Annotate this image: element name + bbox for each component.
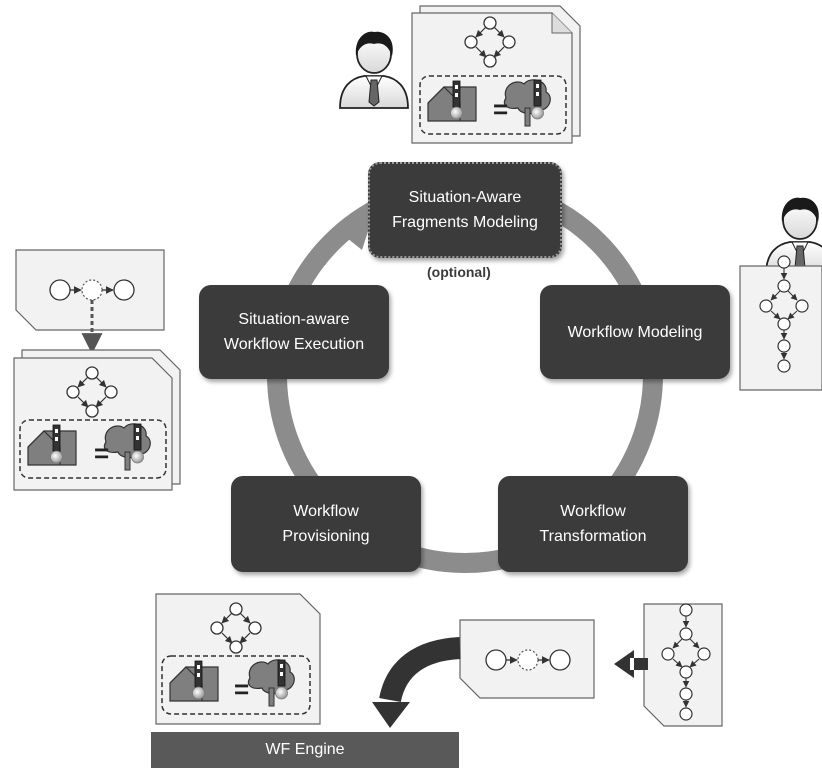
- workflow-graph-icon: [486, 650, 570, 670]
- linear-workflow-document-left: [15, 249, 165, 355]
- document-icon: [643, 603, 723, 727]
- phase-workflow-provisioning: Workflow Provisioning: [231, 476, 421, 572]
- equals-sign: =: [493, 94, 508, 124]
- phase-label-line1: Situation-aware: [238, 311, 350, 328]
- fragment-document-stack-top: [411, 5, 581, 144]
- user-icon: [339, 30, 409, 109]
- optional-note: (optional): [427, 264, 491, 280]
- equals-sign: =: [234, 674, 249, 704]
- phase-fragments-modeling: Situation-Aware Fragments Modeling: [368, 162, 562, 258]
- phase-label: Workflow Modeling: [567, 323, 703, 341]
- phase-label-line1: Workflow: [293, 503, 359, 520]
- wf-engine-label: WF Engine: [265, 741, 345, 758]
- user-icon: [765, 196, 822, 275]
- wf-engine-bar: WF Engine: [151, 732, 459, 768]
- arrow-icon: [614, 650, 648, 678]
- phase-label-line2: Fragments Modeling: [392, 214, 538, 231]
- equals-sign: =: [94, 438, 109, 468]
- phase-label-line1: Situation-Aware: [408, 189, 522, 206]
- phase-workflow-transformation: Workflow Transformation: [498, 476, 688, 572]
- phase-label-line2: Provisioning: [282, 528, 370, 545]
- provisioned-document-bottom: [155, 593, 321, 725]
- fragment-document-stack-left: [13, 349, 181, 491]
- phase-label-line2: Workflow Execution: [223, 336, 365, 353]
- transformation-chain: [372, 603, 723, 728]
- arrow-icon: [379, 637, 461, 703]
- ring-arrow-icon: [337, 200, 378, 250]
- phase-workflow-modeling: Workflow Modeling: [540, 285, 730, 379]
- workflow-graph-icon: [50, 280, 134, 300]
- phase-label-line1: Workflow: [560, 503, 626, 520]
- phase-label-line2: Transformation: [539, 528, 647, 545]
- phase-workflow-execution: Situation-aware Workflow Execution: [199, 285, 389, 379]
- document-icon: [411, 12, 573, 144]
- workflow-document-right: [739, 256, 822, 391]
